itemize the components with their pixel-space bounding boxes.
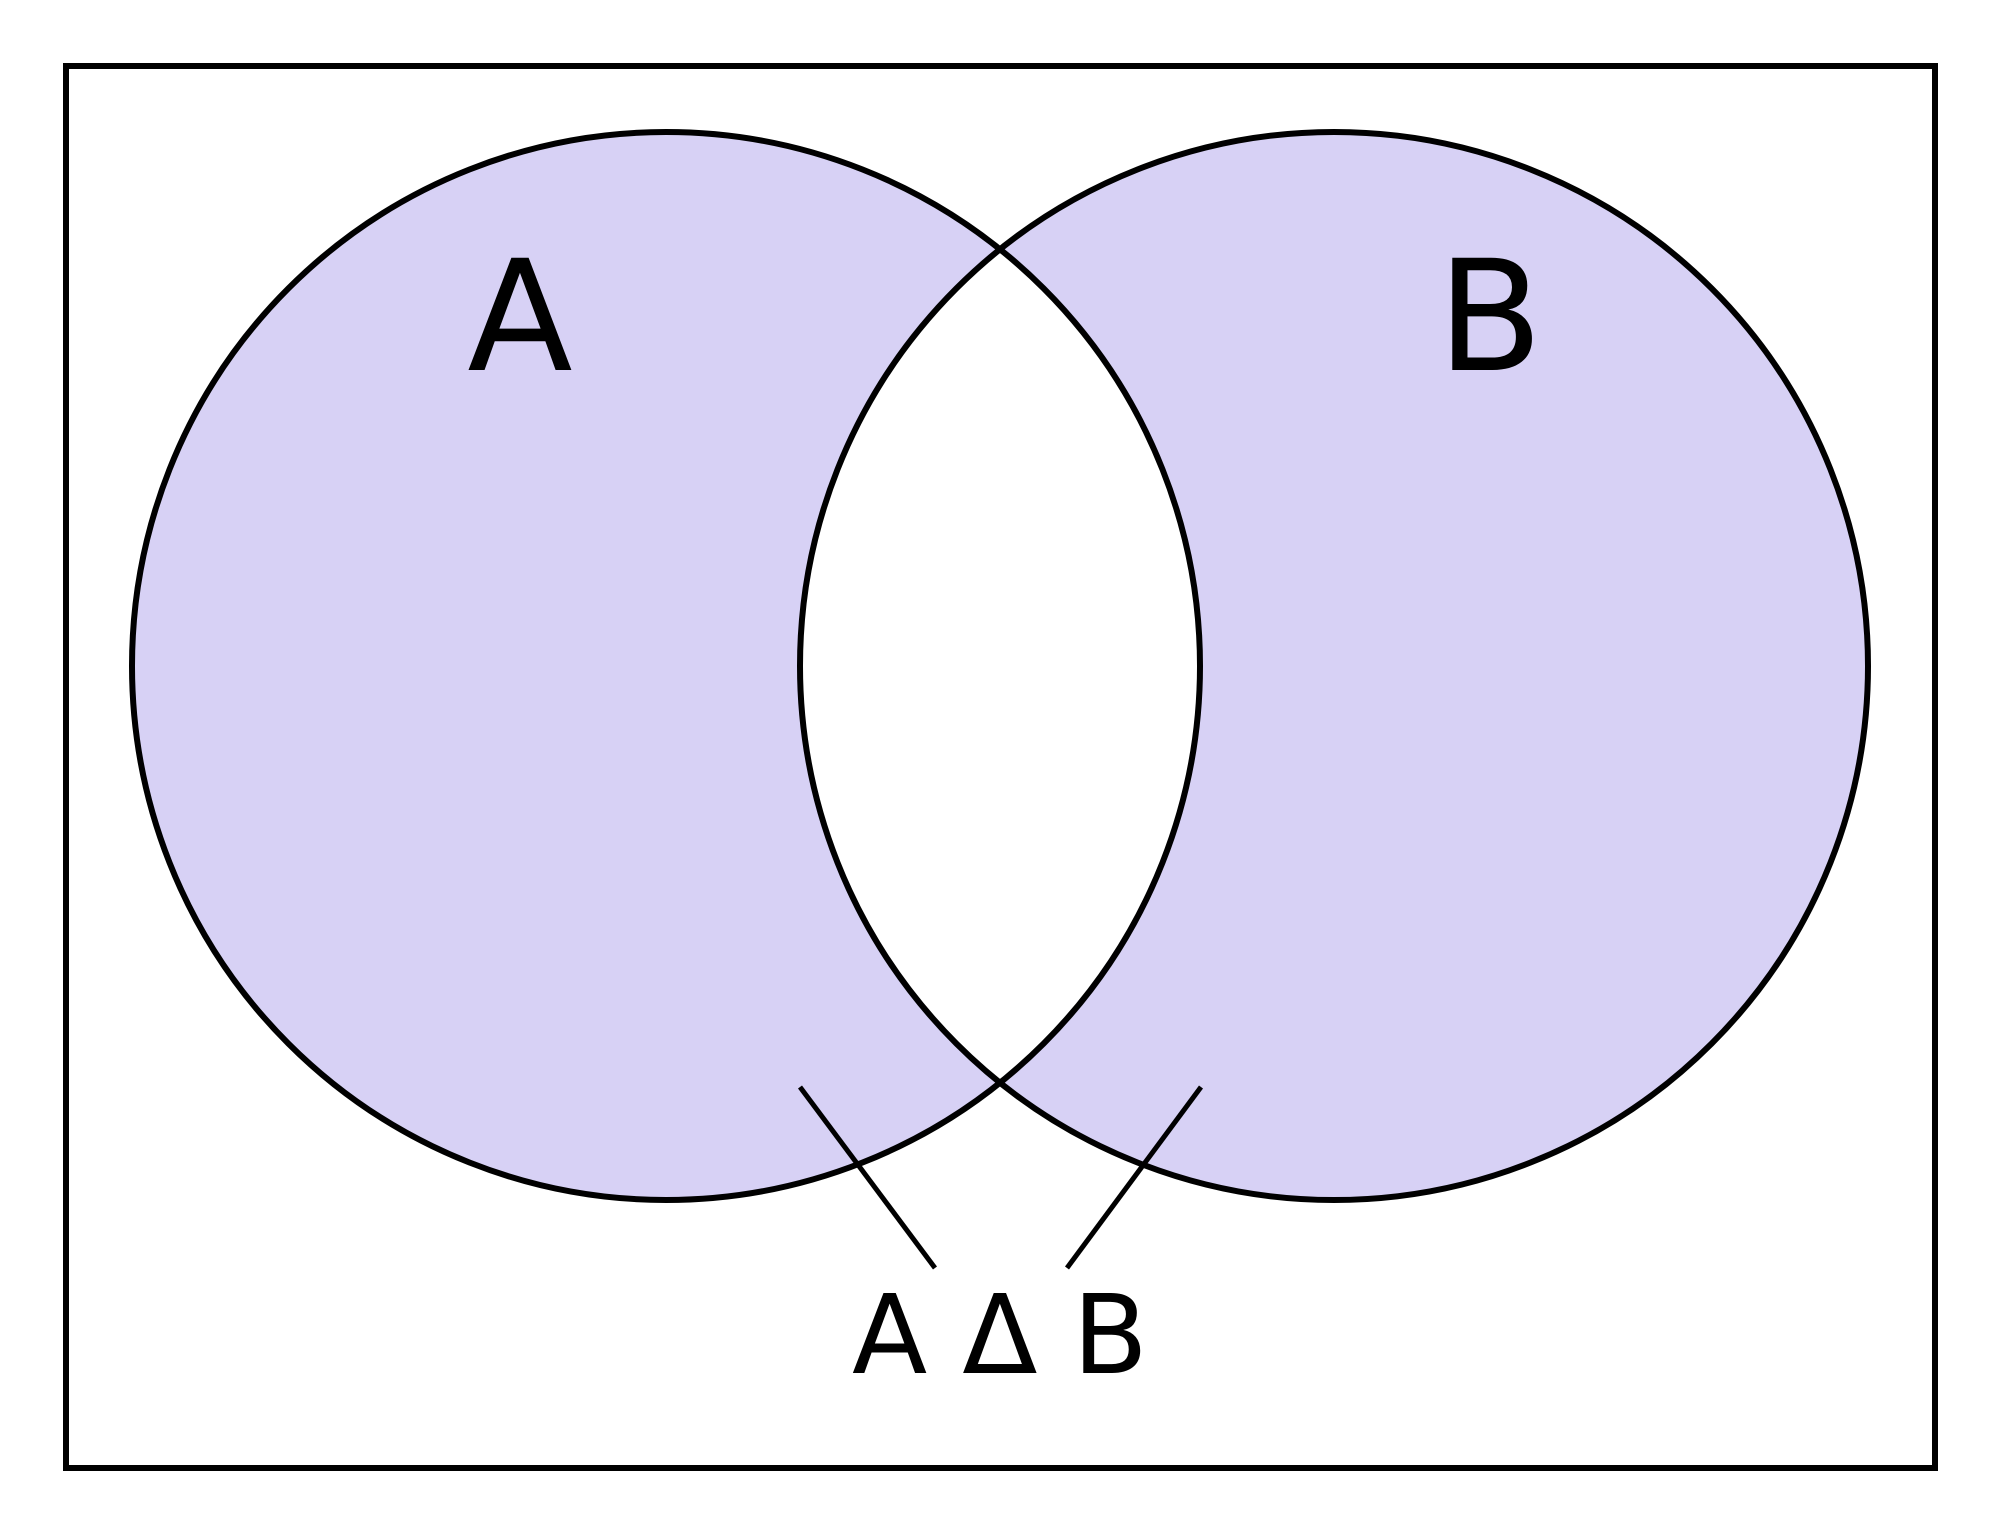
pointer-right [1064, 1085, 1204, 1270]
set-a-label: A [467, 228, 572, 407]
set-a-circle [129, 129, 1203, 1203]
intersection-region [800, 132, 1200, 1200]
pointer-left [797, 1085, 938, 1270]
symmetric-difference-label: A Δ B [852, 1271, 1148, 1399]
set-b-label: B [1437, 228, 1543, 407]
set-b-circle [797, 129, 1871, 1203]
